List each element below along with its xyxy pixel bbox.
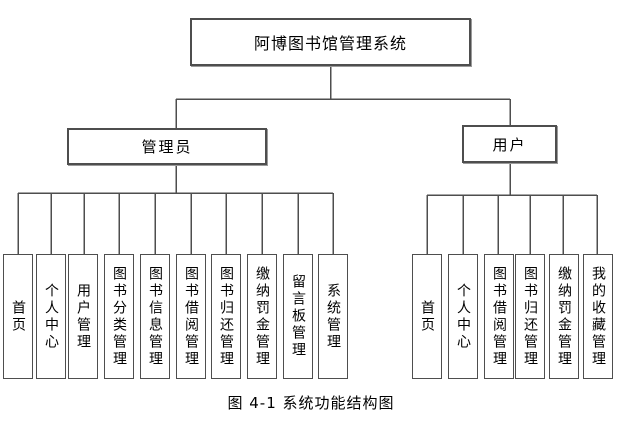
node-admin-personal-center: 个人中心 <box>36 254 66 379</box>
node-admin-book-return-mgmt: 图书归还管理 <box>211 254 241 379</box>
node-admin-label: 管理员 <box>141 138 193 156</box>
node-user-book-return-mgmt: 图书归还管理 <box>515 254 545 379</box>
node-admin-book-category-mgmt: 图书分类管理 <box>104 254 134 379</box>
leaf-label: 留言板管理 <box>290 274 306 359</box>
leaf-label: 图书分类管理 <box>111 265 127 368</box>
node-user-personal-center: 个人中心 <box>448 254 478 379</box>
leaf-label: 个人中心 <box>455 282 471 351</box>
leaf-label: 图书借阅管理 <box>491 265 507 368</box>
node-user-home: 首页 <box>412 254 442 379</box>
node-user-label: 用户 <box>492 135 527 154</box>
leaf-label: 首页 <box>10 299 26 334</box>
leaf-label: 图书归还管理 <box>522 265 538 368</box>
node-admin-user-mgmt: 用户管理 <box>68 254 98 379</box>
leaf-label: 图书信息管理 <box>147 265 163 368</box>
node-root-system: 阿博图书馆管理系统 <box>190 18 471 66</box>
leaf-label: 缴纳罚金管理 <box>254 265 270 368</box>
leaf-label: 我的收藏管理 <box>590 265 606 368</box>
leaf-label: 用户管理 <box>75 282 91 351</box>
leaf-label: 系统管理 <box>325 282 341 351</box>
node-user-my-favorites-mgmt: 我的收藏管理 <box>583 254 613 379</box>
node-admin-home: 首页 <box>3 254 33 379</box>
node-admin-system-mgmt: 系统管理 <box>318 254 348 379</box>
node-admin-book-borrow-mgmt: 图书借阅管理 <box>176 254 206 379</box>
leaf-label: 缴纳罚金管理 <box>556 265 572 368</box>
node-root-label: 阿博图书馆管理系统 <box>253 34 407 53</box>
node-user-fine-payment-mgmt: 缴纳罚金管理 <box>549 254 579 379</box>
leaf-label: 图书借阅管理 <box>183 265 199 368</box>
node-admin-message-board-mgmt: 留言板管理 <box>283 254 313 379</box>
node-branch-admin: 管理员 <box>67 128 267 165</box>
node-branch-user: 用户 <box>462 125 557 163</box>
node-admin-book-info-mgmt: 图书信息管理 <box>140 254 170 379</box>
leaf-label: 图书归还管理 <box>218 265 234 368</box>
leaf-label: 个人中心 <box>43 282 59 351</box>
node-admin-fine-payment-mgmt: 缴纳罚金管理 <box>247 254 277 379</box>
node-user-book-borrow-mgmt: 图书借阅管理 <box>484 254 514 379</box>
leaf-label: 首页 <box>419 299 435 334</box>
figure-caption: 图 4-1 系统功能结构图 <box>227 394 395 412</box>
